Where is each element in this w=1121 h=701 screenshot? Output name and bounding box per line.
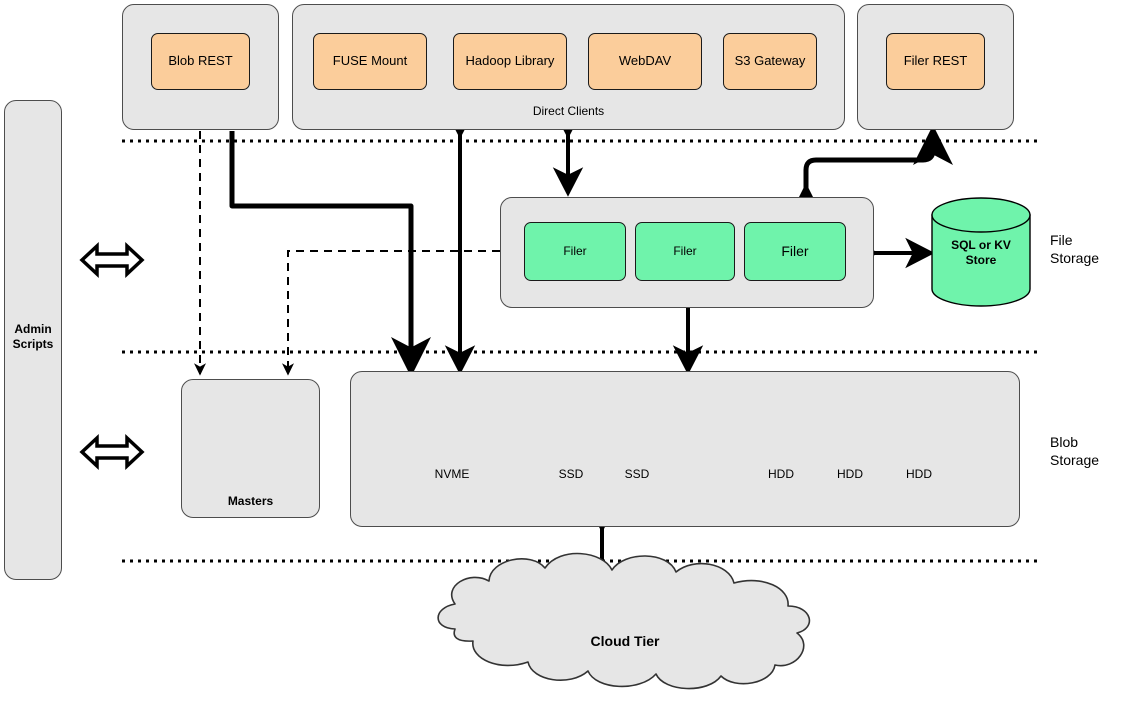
- hdd-label-2: HDD: [837, 467, 863, 481]
- nvme-label: NVME: [434, 467, 470, 481]
- node-filer-2[interactable]: Filer: [635, 222, 735, 281]
- admin-arrow-file: [79, 241, 145, 279]
- cloud-tier-label: Cloud Tier: [590, 633, 660, 649]
- ssd-label-2: SSD: [624, 467, 650, 481]
- metastore-label: SQL or KV Store: [951, 238, 1011, 267]
- admin-scripts-panel[interactable]: [4, 100, 62, 580]
- node-filer-1[interactable]: Filer: [524, 222, 626, 281]
- admin-arrow-blob: [79, 433, 145, 471]
- volume-servers-group: [350, 371, 1020, 527]
- masters-label: Masters: [227, 494, 274, 508]
- blob-storage-label: Blob Storage: [1050, 434, 1100, 468]
- direct-clients-caption: Direct Clients: [532, 104, 605, 118]
- node-webdav[interactable]: WebDAV: [588, 33, 702, 90]
- node-filer-3[interactable]: Filer: [744, 222, 846, 281]
- file-storage-label: File Storage: [1050, 232, 1100, 266]
- node-fuse-mount[interactable]: FUSE Mount: [313, 33, 427, 90]
- masters-group: [181, 379, 320, 518]
- hdd-label-1: HDD: [768, 467, 794, 481]
- ssd-label-1: SSD: [558, 467, 584, 481]
- node-blob-rest[interactable]: Blob REST: [151, 33, 250, 90]
- hdd-label-3: HDD: [906, 467, 932, 481]
- conn-filerrest-to-filers: [786, 124, 954, 223]
- admin-scripts-label: Admin Scripts: [12, 322, 54, 351]
- node-hadoop-library[interactable]: Hadoop Library: [453, 33, 567, 90]
- metastore-cylinder: [931, 197, 1031, 307]
- conn-filer-to-masters: [282, 250, 500, 376]
- conn-blobrest-to-volumes: [229, 131, 431, 378]
- node-s3-gateway[interactable]: S3 Gateway: [723, 33, 817, 90]
- cloud-shape: [437, 552, 811, 690]
- node-filer-rest[interactable]: Filer REST: [886, 33, 985, 90]
